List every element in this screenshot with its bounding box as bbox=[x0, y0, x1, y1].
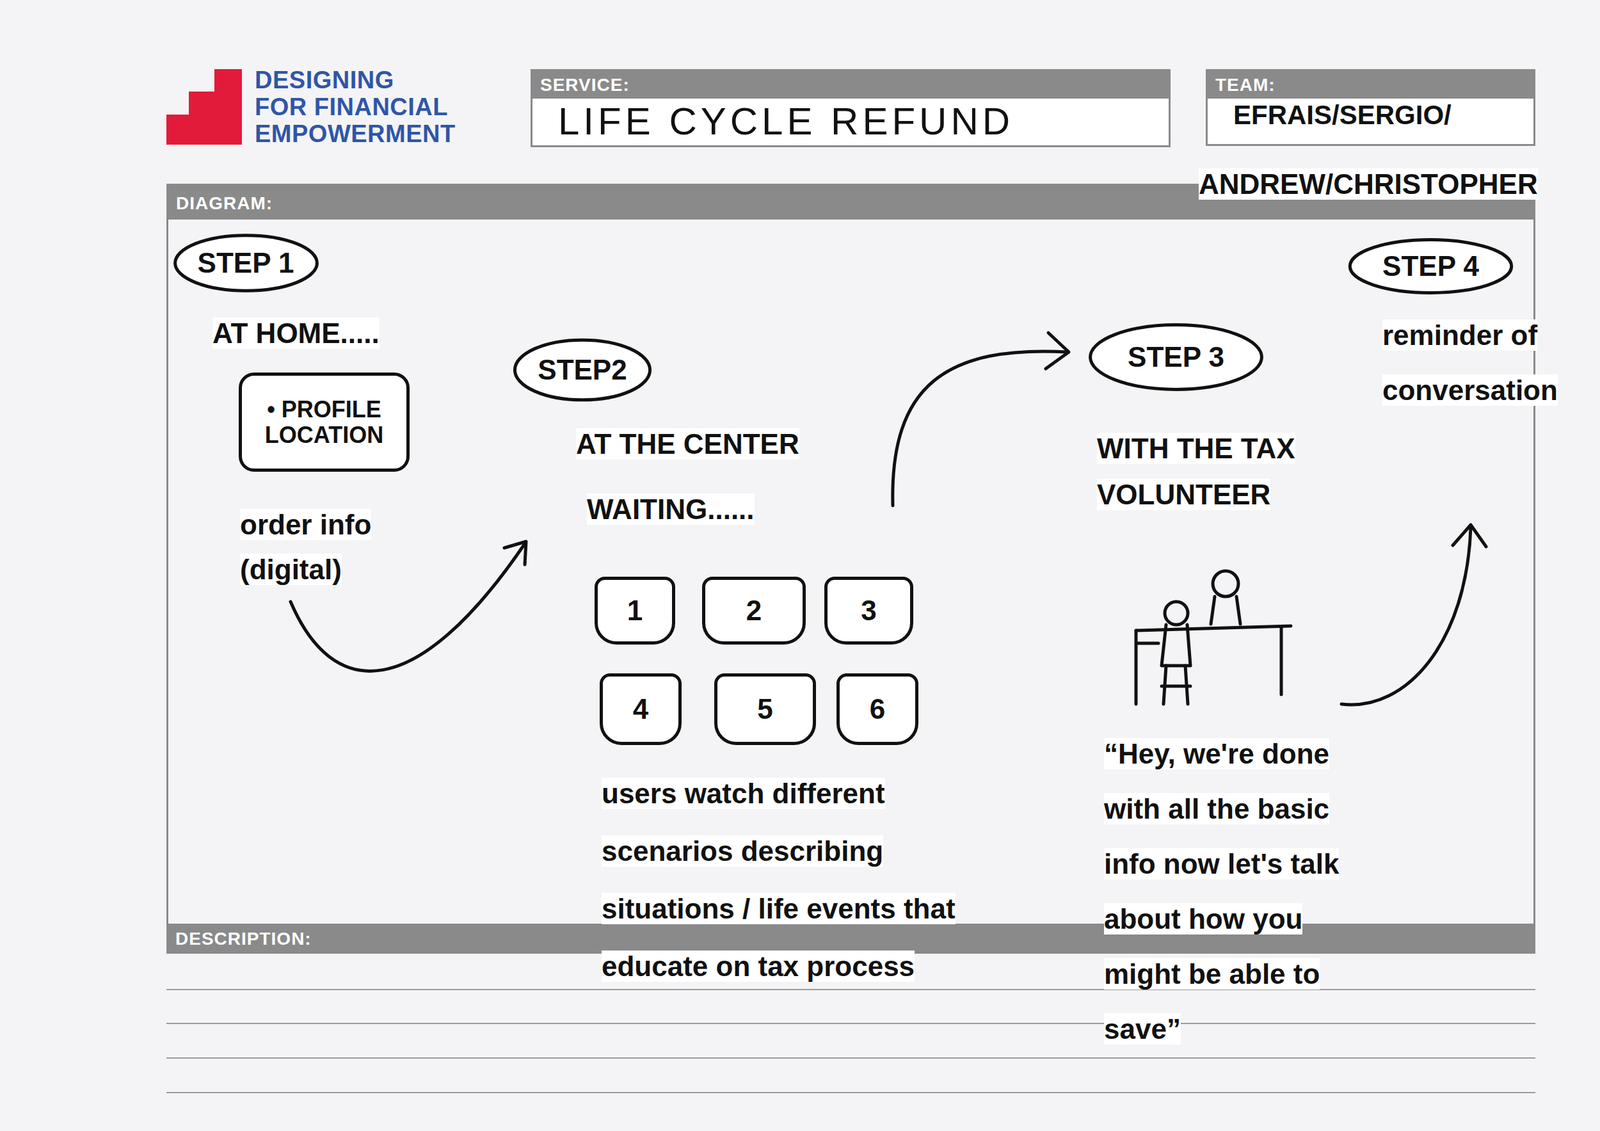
text-holder: 3 bbox=[860, 595, 877, 626]
text-holder: 6 bbox=[869, 693, 886, 725]
handwritten-text: STEP 1 bbox=[197, 247, 295, 279]
handwritten-text: 6 bbox=[869, 693, 886, 725]
text-holder: STEP2 bbox=[537, 354, 627, 386]
handwritten-text: STEP 4 bbox=[1382, 250, 1480, 282]
text-holder: STEP 3 bbox=[1127, 341, 1225, 373]
handwritten-text: 2 bbox=[746, 595, 762, 626]
header-text: DIAGRAM: bbox=[176, 193, 273, 214]
header-bar: TEAM: bbox=[1207, 71, 1534, 99]
step-description: users watch different scenarios describi… bbox=[601, 777, 956, 982]
logo-text: DESIGNING bbox=[254, 66, 395, 94]
text-holder: • PROFILE LOCATION bbox=[253, 396, 395, 448]
description-bar bbox=[166, 923, 1536, 954]
text-holder: 5 bbox=[757, 693, 773, 725]
header-text: SERVICE: bbox=[540, 74, 630, 95]
flow-arrows bbox=[290, 332, 1487, 705]
handwritten-note: order info (digital) bbox=[240, 508, 372, 585]
label-holder: EMPOWERMENT bbox=[254, 120, 524, 153]
text-holder: 4 bbox=[632, 693, 649, 725]
desk-illustration bbox=[1136, 570, 1291, 704]
label-holder: WITH THE TAX VOLUNTEER bbox=[1096, 428, 1373, 521]
label-holder: DESCRIPTION: bbox=[175, 928, 432, 953]
handwritten-text: STEP2 bbox=[537, 354, 627, 386]
handwritten-text: 1 bbox=[627, 595, 643, 626]
handwritten-text: EFRAIS/SERGIO/ bbox=[1233, 99, 1452, 130]
handwritten-text: 3 bbox=[860, 595, 877, 626]
step-ellipse: STEP 1 bbox=[172, 232, 320, 294]
label-holder: users watch different scenarios describi… bbox=[601, 768, 986, 999]
handwritten-text: LIFE CYCLE REFUND bbox=[558, 99, 1014, 143]
team-panel: TEAM: EFRAIS/SERGIO/ bbox=[1205, 69, 1536, 146]
text-holder: STEP 4 bbox=[1382, 250, 1480, 282]
profile-box: • PROFILE LOCATION bbox=[238, 372, 410, 472]
ruled-lines bbox=[166, 989, 1536, 1093]
label-holder: ANDREW/CHRISTOPHER bbox=[1198, 167, 1590, 208]
text-holder: STEP 1 bbox=[197, 247, 295, 279]
label-holder: AT THE CENTER bbox=[576, 427, 909, 468]
scenario-box: 6 bbox=[836, 673, 919, 745]
scenario-box: 4 bbox=[599, 673, 682, 745]
label-holder: WAITING...... bbox=[586, 492, 856, 533]
step-ellipse: STEP 4 bbox=[1346, 236, 1515, 296]
step-ellipse: STEP 3 bbox=[1086, 321, 1266, 393]
volunteer-quote: “Hey, we're done with all the basic info… bbox=[1104, 737, 1339, 1045]
text-holder: 1 bbox=[627, 595, 643, 626]
logo-mark bbox=[166, 69, 242, 145]
label-holder: “Hey, we're done with all the basic info… bbox=[1104, 729, 1373, 1060]
scenario-box: 5 bbox=[714, 673, 816, 745]
handwritten-note: WAITING...... bbox=[586, 493, 755, 525]
handwritten-text: 5 bbox=[757, 693, 773, 725]
location-note: AT THE CENTER bbox=[576, 428, 800, 460]
panel-body: EFRAIS/SERGIO/ bbox=[1207, 98, 1534, 132]
panel-body: LIFE CYCLE REFUND bbox=[532, 98, 1169, 144]
location-note: AT HOME..... bbox=[212, 317, 380, 349]
header-text: TEAM: bbox=[1215, 74, 1276, 95]
service-panel: SERVICE: LIFE CYCLE REFUND bbox=[530, 69, 1171, 148]
handwritten-text: 4 bbox=[632, 693, 649, 725]
handwritten-text: • PROFILE LOCATION bbox=[253, 396, 395, 448]
label-holder: reminder of conversation bbox=[1382, 311, 1581, 422]
header-bar: SERVICE: bbox=[532, 71, 1169, 99]
handwritten-text: STEP 3 bbox=[1127, 341, 1225, 373]
label-holder: AT HOME..... bbox=[212, 316, 482, 357]
label-holder: order info (digital) bbox=[240, 505, 432, 596]
logo-text: EMPOWERMENT bbox=[254, 120, 456, 148]
step-ellipse: STEP2 bbox=[512, 336, 653, 404]
location-note: WITH THE TAX VOLUNTEER bbox=[1096, 432, 1296, 511]
team-names: ANDREW/CHRISTOPHER bbox=[1198, 168, 1538, 200]
text-holder: 2 bbox=[746, 595, 762, 626]
step-description: reminder of conversation bbox=[1382, 319, 1558, 406]
section-header: DESCRIPTION: bbox=[175, 928, 312, 949]
scenario-box: 1 bbox=[594, 576, 676, 645]
scenario-box: 2 bbox=[702, 576, 806, 645]
scenario-box: 3 bbox=[824, 576, 914, 645]
logo-text: FOR FINANCIAL bbox=[254, 93, 448, 121]
